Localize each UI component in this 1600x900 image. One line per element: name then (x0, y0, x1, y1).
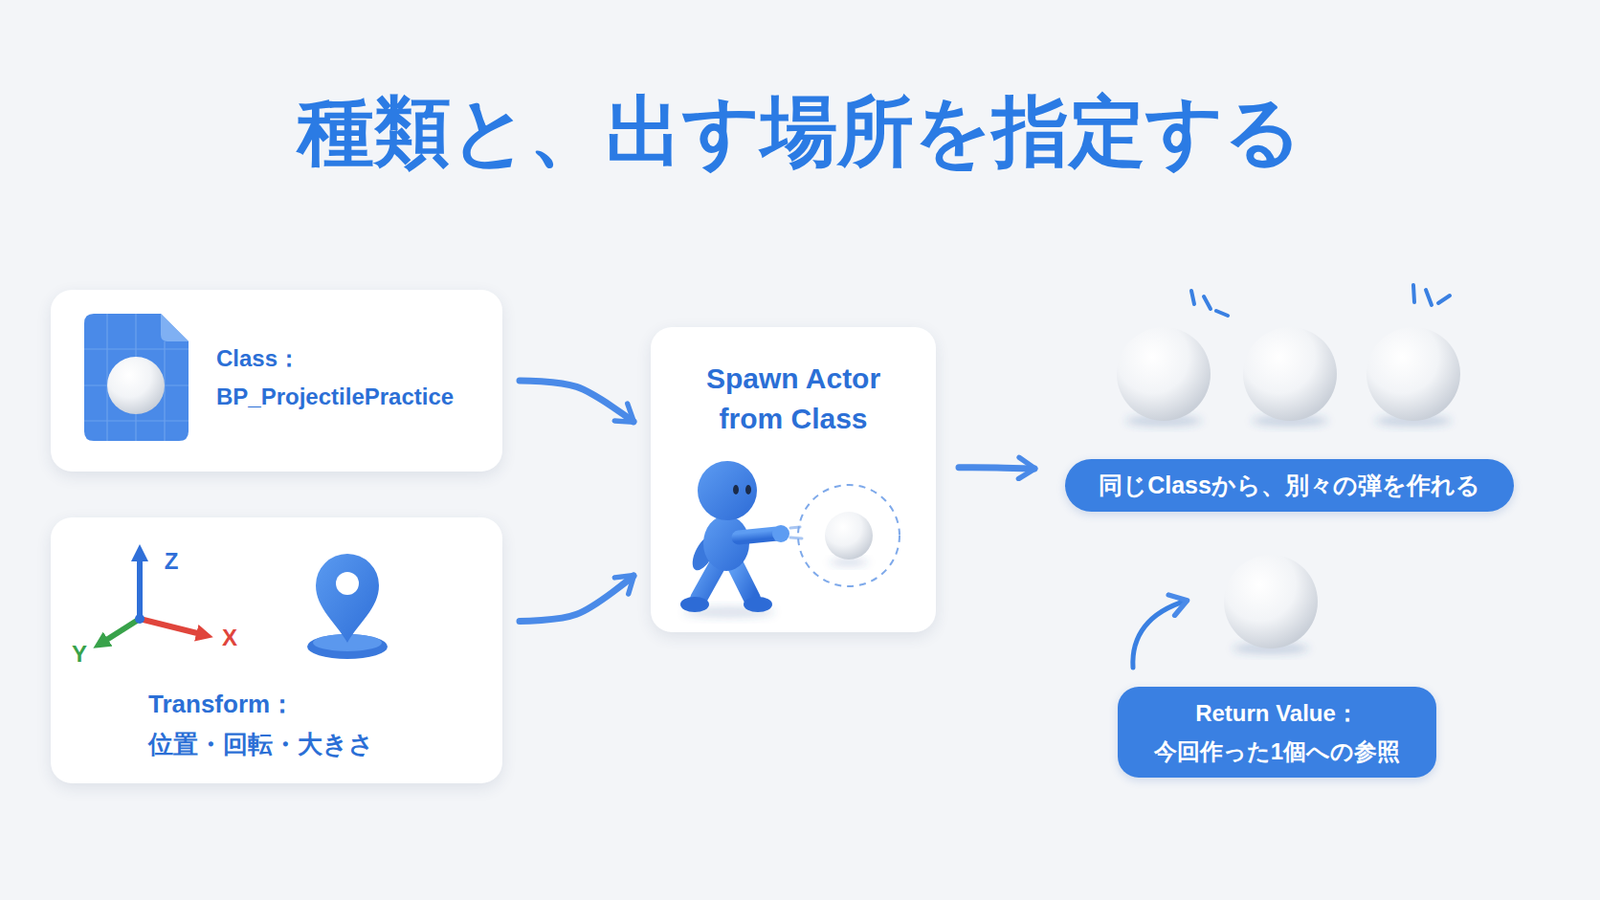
class-input-box: Class： BP_ProjectilePractice (50, 289, 503, 472)
return-value-pill: Return Value： 今回作った1個への参照 (1117, 687, 1437, 778)
figure-body (703, 515, 750, 572)
flow-arrow (958, 467, 1035, 469)
z-axis (136, 553, 143, 620)
figure-leg (698, 564, 718, 600)
pointer-arrow (1133, 600, 1187, 668)
flow-arrow (519, 576, 634, 622)
transform-input-box: Transform： 位置・回転・大きさ (50, 517, 503, 784)
axes-gizmo (100, 553, 205, 645)
sphere-icon (107, 356, 165, 415)
spark-lines (1191, 285, 1450, 316)
figure-foot (743, 597, 773, 613)
spark-line (1191, 290, 1195, 305)
pin-hole (335, 572, 359, 596)
pin-base (307, 634, 388, 660)
figure-leg (734, 564, 753, 600)
grid-line (163, 341, 165, 442)
figure-arm (738, 533, 778, 538)
node-body: BP_ProjectilePractice (216, 382, 454, 412)
spawn-node-box: Spawn Actor from Class (650, 327, 936, 633)
node-heading: 同じClassから、別々の弾を作れる (1065, 470, 1514, 501)
projectile-ball (824, 511, 873, 560)
motion-line (790, 527, 800, 529)
node-body: 位置・回転・大きさ (148, 729, 375, 760)
grid-line (84, 420, 189, 422)
x-axis (139, 619, 205, 636)
result-note-pill: 同じClassから、別々の弾を作れる (1065, 459, 1514, 512)
node-heading: Transform： (148, 688, 295, 720)
node-body: 今回作った1個への参照 (1117, 737, 1437, 767)
spark-line (1413, 285, 1415, 303)
spark-line (1438, 295, 1450, 304)
pin-base-top (312, 634, 382, 652)
node-heading: Class： (216, 344, 301, 374)
grid-line (134, 313, 136, 442)
projectile-ball (1243, 327, 1337, 422)
spawn-circle (798, 485, 900, 587)
figure-shadow (683, 606, 776, 619)
character-figure (680, 461, 900, 619)
ball-shadow (1251, 415, 1329, 427)
node-heading: Spawn Actor from Class (688, 358, 899, 440)
motion-line (790, 537, 802, 539)
figure-head (697, 461, 757, 521)
figure-arm (688, 532, 722, 575)
ball-shadow (1232, 643, 1310, 655)
ball-shadow (1125, 415, 1202, 427)
axis-origin (134, 614, 145, 624)
flow-arrow (519, 380, 634, 423)
pin-head (315, 554, 379, 644)
figure-eye (745, 485, 752, 495)
figure-eye (733, 485, 739, 495)
document-shape (84, 313, 189, 442)
blueprint-icon (84, 313, 189, 442)
figure-foot (680, 597, 710, 613)
location-pin (307, 554, 388, 660)
projectile-ball (1116, 327, 1211, 422)
ball-shadow (1375, 415, 1452, 427)
projectile-ball (1223, 555, 1318, 649)
diagram-title: 種類と、出す場所を指定する (0, 84, 1600, 180)
ball-shadow (829, 558, 868, 567)
node-heading: Return Value： (1117, 699, 1437, 729)
grid-line (84, 348, 189, 350)
connector-layer (519, 380, 1035, 622)
spark-line (1203, 296, 1211, 310)
spark-line (1216, 311, 1228, 316)
spark-line (1425, 289, 1432, 306)
grid-line (106, 313, 108, 442)
spawned-balls (1116, 285, 1461, 668)
y-axis (100, 619, 140, 645)
figure-hand (772, 525, 790, 543)
document-fold (160, 313, 189, 342)
projectile-ball (1366, 327, 1461, 422)
grid-line (84, 384, 189, 386)
blueprint-grid (84, 313, 189, 442)
